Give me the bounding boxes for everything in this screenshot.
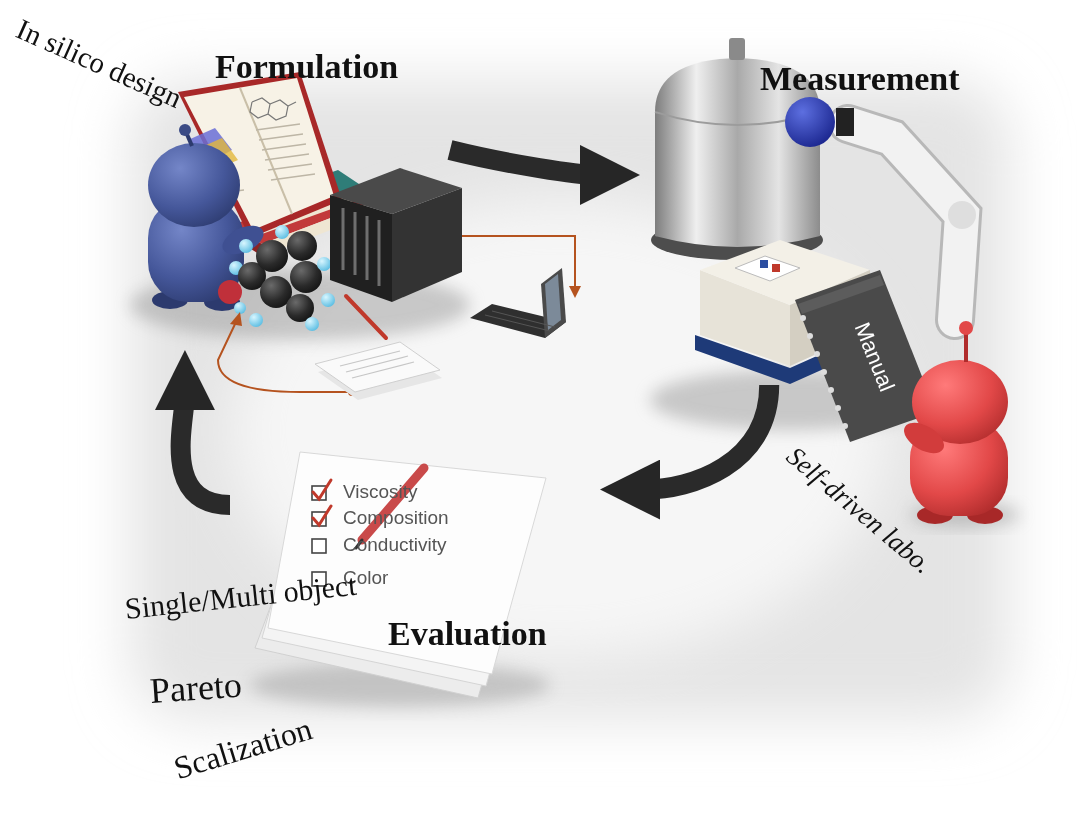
molecule-model [218, 225, 335, 331]
server-box [392, 188, 462, 302]
blue-robot [179, 124, 191, 136]
server-box [342, 208, 345, 270]
manual-notebook [828, 387, 834, 393]
paper-sheets [315, 342, 440, 392]
method-label: Pareto [149, 666, 244, 712]
book-stack [288, 102, 296, 106]
server-box [330, 195, 392, 302]
shadows [130, 270, 1020, 707]
manual-notebook [800, 315, 848, 429]
cycle-arrow [450, 150, 595, 175]
molecule-model [290, 261, 322, 293]
laptop [485, 311, 555, 331]
paper-sheets [315, 296, 442, 400]
book-stack [268, 100, 288, 120]
manual-notebook [835, 405, 841, 411]
checklist-paper [362, 468, 424, 540]
paper-sheets [340, 351, 414, 378]
method-label: Scalization [170, 711, 316, 786]
molecule-model [321, 293, 335, 307]
paper-sheets [346, 296, 386, 338]
stage-heading: Evaluation [388, 615, 547, 652]
analyzer-machine [760, 260, 768, 268]
server-box [366, 216, 369, 280]
molecule-model [305, 317, 319, 331]
molecule-model [275, 225, 289, 239]
server-box [330, 168, 462, 302]
molecule-model [287, 231, 317, 261]
server-box [378, 220, 381, 286]
checklist-item: Viscosity [343, 482, 418, 503]
checklist-item: Composition [343, 508, 449, 529]
red-robot [964, 332, 968, 362]
checklist-item: Conductivity [343, 535, 447, 556]
book-stack [262, 144, 306, 150]
signal-wires [230, 312, 242, 326]
vacuum-chamber [729, 38, 745, 60]
paper-sheets [340, 351, 400, 366]
blue-robot [148, 143, 240, 227]
checklist-paper [313, 480, 331, 525]
robot-arm [948, 201, 976, 229]
laptop [492, 311, 555, 327]
checklist-paper [313, 506, 331, 525]
molecule-model [249, 313, 263, 327]
laptop [545, 274, 561, 330]
cycle-arrow [645, 385, 769, 490]
red-robot [959, 321, 973, 335]
stage-heading: Measurement [760, 60, 960, 97]
checklist-paper [313, 480, 331, 499]
book-stack [250, 98, 270, 118]
analyzer-machine [772, 264, 780, 272]
signal-wires [569, 286, 581, 298]
molecule-model [218, 280, 242, 304]
laptop [470, 268, 566, 338]
manual-notebook [807, 333, 813, 339]
server-box [343, 208, 379, 286]
manual-notebook [821, 369, 827, 375]
robot-arm [785, 97, 835, 147]
blue-robot [148, 124, 268, 311]
book-stack [265, 154, 309, 160]
stage-area: Measurement [640, 50, 980, 385]
molecule-model [256, 240, 288, 272]
manual-notebook [798, 275, 884, 314]
red-robot [899, 321, 1008, 524]
manual-notebook [800, 315, 806, 321]
molecule-model [239, 239, 253, 253]
analyzer-machine [735, 256, 800, 281]
paper-sheets [346, 356, 408, 372]
stage-area: Formulation [140, 40, 450, 350]
book-stack [271, 174, 315, 180]
manual-notebook [842, 423, 848, 429]
red-robot [899, 417, 949, 460]
book-stack [256, 124, 300, 130]
molecule-model [317, 257, 331, 271]
server-box [354, 212, 357, 275]
signal-wires [218, 236, 581, 395]
manual-notebook [814, 351, 820, 357]
book-stack [240, 88, 292, 214]
book-stack [259, 134, 303, 140]
laptop [541, 268, 566, 338]
annotation: In silico design [12, 13, 187, 114]
paper-sheets [352, 362, 414, 378]
checklist-paper [312, 539, 326, 553]
robot-arm [836, 108, 854, 136]
cycle-arrow [181, 395, 230, 505]
checklist-paper [268, 452, 546, 674]
stage-heading: Formulation [215, 48, 398, 85]
book-stack [268, 164, 312, 170]
